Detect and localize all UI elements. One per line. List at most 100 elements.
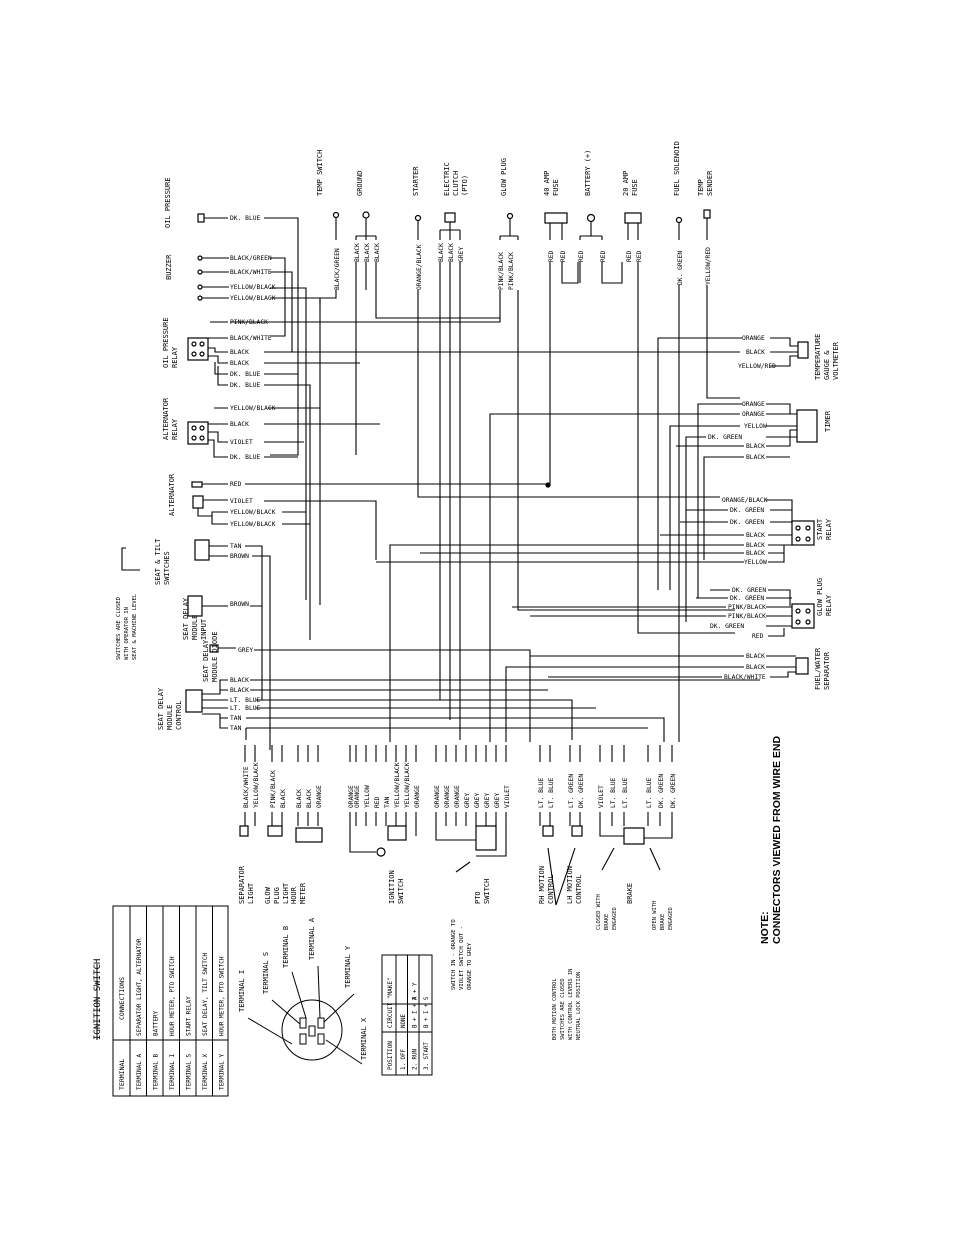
table-cell: TERMINAL A: [136, 1053, 143, 1090]
component-title: SEPARATOR: [823, 651, 831, 690]
wire-label: DK. GREEN: [730, 507, 764, 514]
ignition-connector: [387, 825, 407, 841]
table-cell: 2. RUN: [413, 1049, 419, 1070]
table-cell: 1. OFF: [401, 1049, 407, 1070]
terminal: [795, 608, 801, 614]
component-title: LIGHT: [247, 882, 255, 904]
wire: [499, 219, 519, 240]
wire-label: BLACK: [364, 243, 371, 262]
component-title: SEPARATOR: [238, 865, 246, 904]
ignition-table-border: [112, 905, 229, 1097]
wire-label: PINK/BLACK: [230, 319, 268, 326]
wire-label: LT. BLUE: [230, 705, 261, 712]
table-cell: BATTERY: [153, 1010, 160, 1036]
brake-note: ENGAGED: [612, 907, 618, 930]
component-title: INPUT: [200, 618, 208, 640]
component-title: GLOW PLUG: [816, 578, 824, 616]
component-title: FUSE: [631, 179, 639, 196]
wire: [766, 499, 793, 563]
component-title: RELAY: [171, 418, 179, 440]
wire-label: BLACK: [746, 454, 765, 461]
component-title: MODULE: [191, 615, 199, 640]
terminal: [795, 525, 801, 531]
wire-label: BLACK: [306, 789, 313, 808]
wire-label: BLACK: [230, 349, 249, 356]
table-cell: TERMINAL X: [202, 1053, 209, 1090]
temp-sender-connector: [703, 209, 711, 219]
wire: [770, 337, 798, 367]
wire-label: PINK/BLACK: [498, 252, 505, 290]
component-title: CONTROL: [575, 874, 583, 904]
wire-label: DK. BLUE: [230, 454, 261, 461]
table-cell: B + I + A: [413, 996, 419, 1028]
wire-label: BLACK: [746, 542, 765, 549]
wire-label: LT. BLUE: [538, 777, 545, 808]
switch-terminal-label: TERMINAL X: [360, 1017, 368, 1060]
component-title: MODULE DIODE: [211, 631, 219, 682]
wire-label: VIOLET: [230, 498, 253, 505]
wire: [264, 217, 299, 456]
switch-terminal-label: TERMINAL Y: [344, 945, 352, 988]
wire: [417, 290, 720, 498]
component-title: PTO: [474, 891, 482, 904]
switch-pin: [308, 1025, 316, 1037]
glow-relay-body: [791, 603, 815, 629]
pto-note: VIOLET SWITCH OUT -: [459, 926, 465, 990]
component-title: RELAY: [825, 594, 833, 616]
temp-switch-terminal: [332, 211, 340, 219]
clutch-connector: [444, 212, 456, 223]
wire-label: ORANGE: [348, 785, 355, 808]
wire-label: YELLOW/BLACK: [253, 762, 260, 808]
wire-label: LT. GREEN: [568, 774, 575, 808]
switch-terminal-label: TERMINAL B: [282, 926, 290, 968]
glow-plug-terminal: [506, 212, 514, 220]
pto-note: SWITCH IN - ORANGE TO: [451, 919, 457, 990]
wire-label: ORANGE: [742, 335, 765, 342]
component-title: RELAY: [825, 518, 833, 540]
switch-note: SEAT & MACHINE LEVEL: [132, 593, 138, 660]
connector-symbols: [185, 209, 818, 857]
wire: [319, 290, 337, 305]
alternator-relay-body: [187, 421, 209, 445]
wire-label: YELLOW/BLACK: [230, 405, 276, 412]
terminal-leaders: [247, 965, 363, 1065]
terminal: [191, 425, 197, 431]
component-title: CLUTCH: [452, 171, 460, 196]
wire: [209, 545, 271, 750]
switch-terminal-label: TERMINAL S: [262, 952, 270, 994]
wire-label: YELLOW/BLACK: [404, 762, 411, 808]
glow-light-connector: [267, 825, 283, 837]
buzzer-terminal: [197, 284, 203, 290]
table-cell: SEPARATOR LIGHT, ALTERNATOR: [136, 938, 143, 1036]
table-header: POSITION: [387, 1041, 394, 1070]
timer-connector: [796, 409, 818, 443]
wire: [627, 223, 639, 240]
wire: [601, 847, 661, 871]
component-title: RH MOTION: [538, 866, 546, 904]
component-title: TEMP SWITCH: [316, 150, 324, 196]
component-title: BRAKE: [626, 883, 634, 904]
component-title: STARTER: [412, 166, 420, 196]
buzzer-terminal: [197, 255, 203, 261]
fuel-water-connector: [795, 657, 809, 675]
component-title: OIL PRESSURE: [164, 177, 172, 228]
motion-note: BOTH MOTION CONTROL: [552, 978, 558, 1040]
wire-label: LT. BLUE: [646, 777, 653, 808]
sdm-diode-connector: [209, 644, 219, 653]
component-title: SEAT DELAY: [157, 687, 165, 730]
component-title: 40 AMP: [543, 171, 551, 196]
wire-network: [121, 217, 798, 906]
wire-label: BLACK: [374, 243, 381, 262]
table-cell: HOUR METER, PTO SWITCH: [169, 956, 176, 1036]
switch-terminal-label: TERMINAL A: [308, 917, 316, 960]
wire-label: ORANGE: [316, 785, 323, 808]
wire: [766, 655, 796, 678]
brake-note: BRAKE: [660, 914, 666, 930]
wire-label: ORANGE/BLACK: [722, 497, 768, 504]
wire: [208, 321, 228, 386]
wire: [547, 847, 576, 906]
wire-label: LT. BLUE: [548, 777, 555, 808]
wire-label: DK. GREEN: [732, 587, 766, 594]
